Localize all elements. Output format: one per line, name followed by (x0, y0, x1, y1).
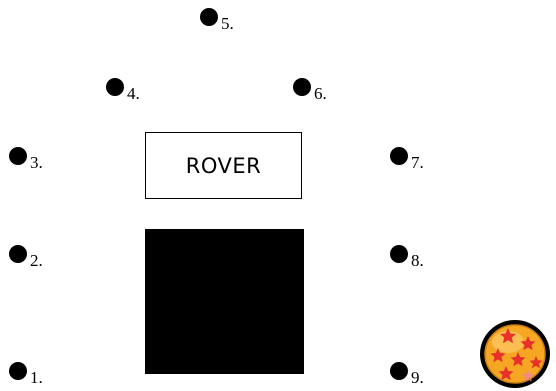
marker-dot (293, 78, 311, 96)
marker-5[interactable]: 5. (200, 8, 234, 32)
marker-dot (390, 362, 408, 380)
marker-7[interactable]: 7. (390, 147, 424, 171)
marker-number: 8. (411, 251, 424, 270)
marker-6[interactable]: 6. (293, 78, 327, 102)
marker-number: 6. (314, 84, 327, 103)
marker-number: 7. (411, 153, 424, 172)
marker-number: 1. (30, 368, 43, 387)
marker-number: 5. (221, 14, 234, 33)
marker-dot (390, 147, 408, 165)
marker-number: 9. (411, 368, 424, 387)
marker-9[interactable]: 9. (390, 362, 424, 386)
marker-dot (9, 245, 27, 263)
marker-3[interactable]: 3. (9, 147, 43, 171)
marker-dot (106, 78, 124, 96)
marker-2[interactable]: 2. (9, 245, 43, 269)
marker-dot (9, 147, 27, 165)
marker-number: 2. (30, 251, 43, 270)
rover-body[interactable] (145, 229, 304, 374)
dragon-ball-icon[interactable] (478, 318, 552, 390)
marker-dot (390, 245, 408, 263)
marker-4[interactable]: 4. (106, 78, 140, 102)
marker-number: 3. (30, 153, 43, 172)
rover-label-box: ROVER (145, 132, 302, 199)
marker-8[interactable]: 8. (390, 245, 424, 269)
marker-1[interactable]: 1. (9, 362, 43, 386)
marker-dot (200, 8, 218, 26)
marker-number: 4. (127, 84, 140, 103)
marker-dot (9, 362, 27, 380)
